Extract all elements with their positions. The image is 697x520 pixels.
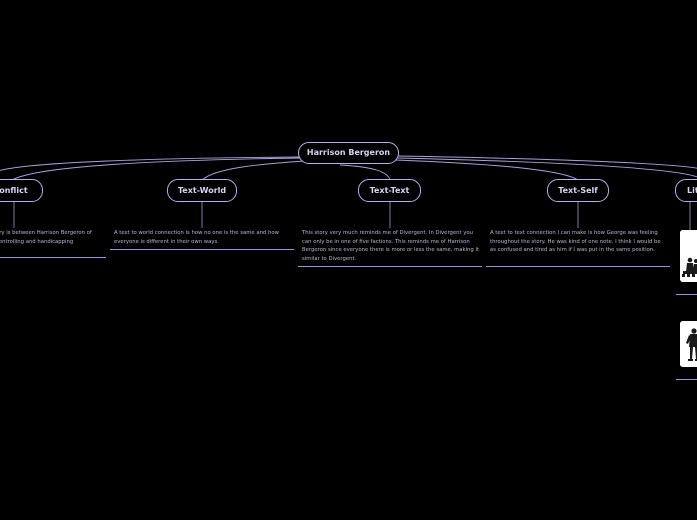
topic-node-text-text[interactable]: Text-Text bbox=[358, 179, 421, 202]
image-underline-1 bbox=[676, 294, 697, 296]
illustration-figure-drawing bbox=[680, 321, 697, 367]
connector-root-conflict-outer bbox=[0, 156, 301, 171]
root-topic-node[interactable]: Harrison Bergeron bbox=[298, 142, 399, 164]
illustration-group-image[interactable] bbox=[680, 230, 697, 282]
connector-root-literary bbox=[397, 157, 697, 178]
connector-root-text-world bbox=[201, 160, 306, 181]
connector-root-conflict bbox=[11, 157, 301, 181]
connector-root-literary-outer bbox=[397, 155, 697, 169]
note-text-world[interactable]: A text to world connection is how no one… bbox=[114, 230, 279, 245]
note-underline-text-text bbox=[298, 266, 482, 268]
note-underline-text-self bbox=[486, 266, 670, 268]
note-text-text[interactable]: This story very much reminds me of Diver… bbox=[302, 230, 480, 262]
connector-root-text-text bbox=[339, 164, 391, 181]
topic-node-text-world[interactable]: Text-World bbox=[167, 179, 237, 202]
topic-node-text-self[interactable]: Text-Self bbox=[547, 179, 609, 202]
topic-node-literary[interactable]: Lit bbox=[675, 179, 697, 202]
note-underline-text-world bbox=[110, 249, 294, 251]
image-underline-2 bbox=[676, 379, 697, 381]
note-conflict[interactable]: ory is between Harrison Bergeron of cont… bbox=[0, 230, 92, 245]
illustration-figure-image[interactable] bbox=[680, 321, 697, 367]
note-underline-conflict bbox=[0, 257, 106, 259]
topic-node-conflict[interactable]: Conflict bbox=[0, 179, 43, 202]
note-text-self[interactable]: A text to text connection I can make is … bbox=[490, 230, 661, 254]
connector-root-text-self bbox=[395, 159, 579, 181]
illustration-group-drawing bbox=[680, 230, 697, 282]
